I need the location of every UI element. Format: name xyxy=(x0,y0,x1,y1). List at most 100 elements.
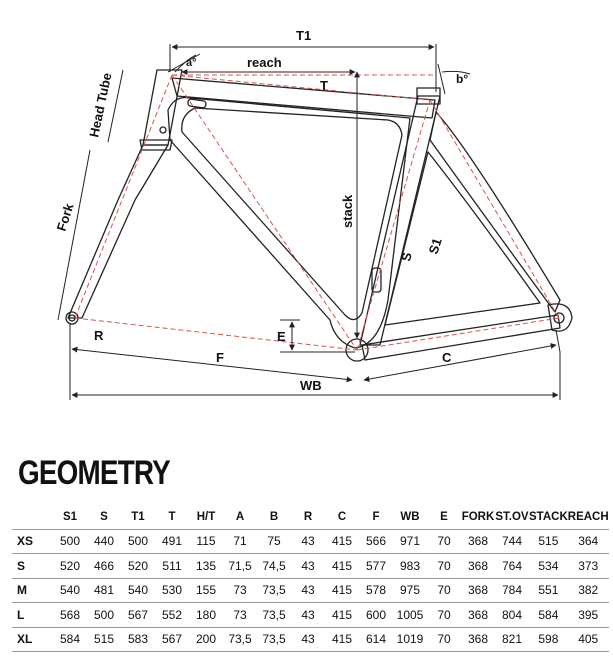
table-cell: 500 xyxy=(121,529,155,554)
table-cell: 368 xyxy=(461,627,495,652)
table-cell: 70 xyxy=(427,529,461,554)
table-cell: 764 xyxy=(495,553,529,579)
corner-cell xyxy=(12,505,53,530)
column-header: H/T xyxy=(189,505,223,530)
label-f: F xyxy=(216,350,224,365)
table-cell: 382 xyxy=(567,578,609,603)
table-cell: 368 xyxy=(461,529,495,554)
table-cell: 552 xyxy=(155,602,189,628)
column-header: T1 xyxy=(121,505,155,530)
table-cell: 520 xyxy=(121,553,155,579)
top-tube-shape xyxy=(171,77,436,119)
table-cell: 368 xyxy=(461,602,495,628)
table-cell: 373 xyxy=(567,553,609,579)
table-cell: 614 xyxy=(359,627,393,652)
table-cell: 568 xyxy=(53,602,87,628)
table-cell: 43 xyxy=(291,578,325,603)
table-cell: 481 xyxy=(87,578,121,603)
table-cell: 43 xyxy=(291,602,325,628)
table-cell: 368 xyxy=(461,553,495,579)
table-cell: 415 xyxy=(325,529,359,554)
column-header: STACK xyxy=(529,505,568,530)
label-r: R xyxy=(94,328,104,343)
table-cell: 73,5 xyxy=(223,627,257,652)
label-fork: Fork xyxy=(54,201,77,233)
column-header: REACH xyxy=(567,505,609,530)
table-cell: 70 xyxy=(427,578,461,603)
table-cell: 744 xyxy=(495,529,529,554)
table-cell: 71,5 xyxy=(223,553,257,579)
table-cell: 821 xyxy=(495,627,529,652)
table-cell: 975 xyxy=(393,578,427,603)
column-header: F xyxy=(359,505,393,530)
table-cell: 540 xyxy=(121,578,155,603)
table-cell: 551 xyxy=(529,578,568,603)
table-cell: 115 xyxy=(189,529,223,554)
label-s: S xyxy=(398,251,415,263)
label-c: C xyxy=(442,350,452,365)
column-header: S1 xyxy=(53,505,87,530)
label-stack: stack xyxy=(340,194,355,228)
table-cell: 598 xyxy=(529,627,568,652)
table-cell: 70 xyxy=(427,602,461,628)
table-cell: 415 xyxy=(325,553,359,579)
table-cell: 466 xyxy=(87,553,121,579)
table-cell: 1005 xyxy=(393,602,427,628)
table-cell: 395 xyxy=(567,602,609,628)
column-header: B xyxy=(257,505,291,530)
seat-stay-shape xyxy=(429,111,561,313)
seat-tube-shape xyxy=(359,95,441,346)
table-cell: 1019 xyxy=(393,627,427,652)
table-cell: 584 xyxy=(529,602,568,628)
fork-shape xyxy=(67,144,169,319)
table-cell: 368 xyxy=(461,578,495,603)
label-t: T xyxy=(320,78,328,93)
size-label: M xyxy=(12,578,53,603)
table-cell: 135 xyxy=(189,553,223,579)
table-cell: 971 xyxy=(393,529,427,554)
table-cell: 73 xyxy=(223,578,257,603)
table-cell: 567 xyxy=(121,602,155,628)
table-cell: 530 xyxy=(155,578,189,603)
frame-outline xyxy=(65,69,573,362)
table-cell: 75 xyxy=(257,529,291,554)
table-cell: 491 xyxy=(155,529,189,554)
table-cell: 804 xyxy=(495,602,529,628)
column-header: E xyxy=(427,505,461,530)
table-cell: 415 xyxy=(325,578,359,603)
bike-frame-geometry-diagram: T1 a° reach T b° Head Tube stack Fork S … xyxy=(54,28,573,400)
label-reach: reach xyxy=(247,55,282,70)
table-cell: 415 xyxy=(325,627,359,652)
column-header: FORK xyxy=(461,505,495,530)
table-cell: 200 xyxy=(189,627,223,652)
table-cell: 577 xyxy=(359,553,393,579)
table-cell: 784 xyxy=(495,578,529,603)
table-cell: 500 xyxy=(87,602,121,628)
table-cell: 983 xyxy=(393,553,427,579)
size-label: XL xyxy=(12,627,53,652)
table-cell: 540 xyxy=(53,578,87,603)
table-cell: 520 xyxy=(53,553,87,579)
table-cell: 43 xyxy=(291,627,325,652)
column-header: T xyxy=(155,505,189,530)
table-cell: 440 xyxy=(87,529,121,554)
label-s1: S1 xyxy=(426,236,445,256)
table-cell: 71 xyxy=(223,529,257,554)
geometry-title: GEOMETRY xyxy=(18,454,171,492)
column-header: C xyxy=(325,505,359,530)
table-cell: 73,5 xyxy=(257,602,291,628)
size-label: S xyxy=(12,553,53,579)
label-a: a° xyxy=(186,57,197,69)
table-cell: 74,5 xyxy=(257,553,291,579)
label-b: b° xyxy=(456,72,468,86)
rear-triangle-cutout xyxy=(384,151,541,326)
table-cell: 584 xyxy=(53,627,87,652)
table-cell: 73 xyxy=(223,602,257,628)
table-cell: 511 xyxy=(155,553,189,579)
table-cell: 155 xyxy=(189,578,223,603)
dimension-lines xyxy=(57,44,561,400)
label-wb: WB xyxy=(300,378,322,393)
